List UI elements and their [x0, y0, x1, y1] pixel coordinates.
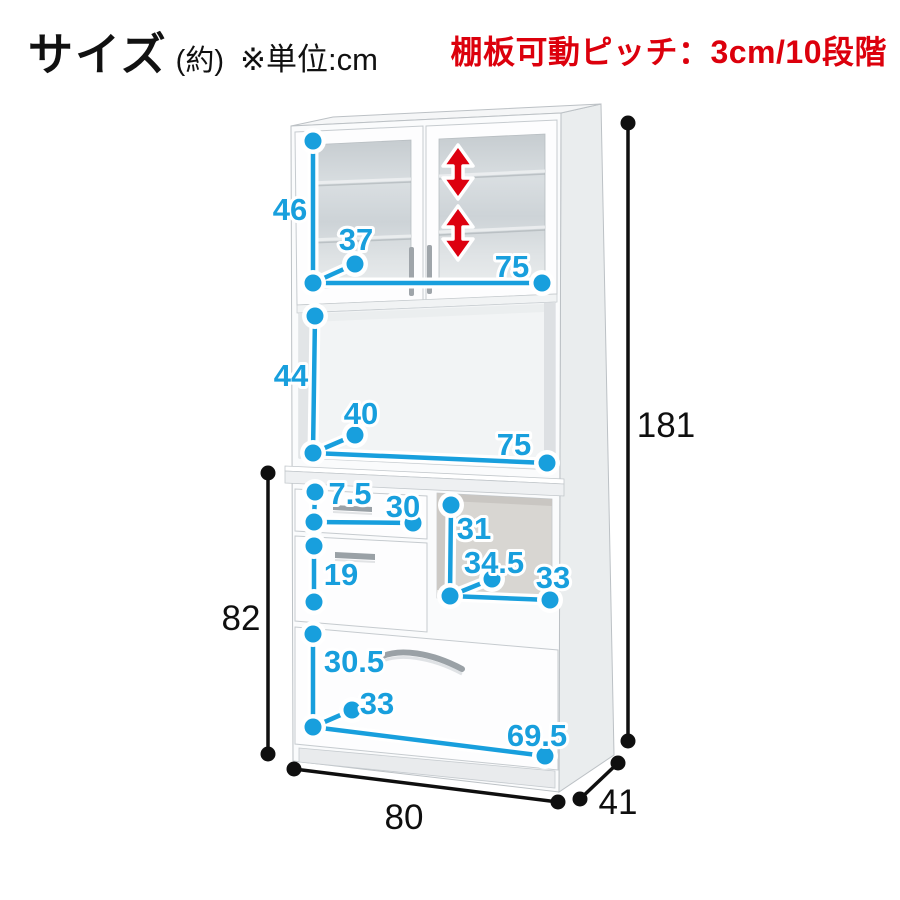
dimension-lines-blue: 46 37 75 44 40 75 7.5 30 [270, 128, 573, 769]
dim-bottom-drawer: 30.5 33 69.5 [300, 621, 570, 769]
glass-shelf-lines [308, 169, 546, 244]
dimension-lines-black: 181 82 80 41 [222, 115, 695, 837]
dim-upper-cabinet: 46 37 75 [270, 128, 555, 296]
dim-label-overall-height: 181 [637, 406, 695, 445]
dim-label-overall-depth: 41 [599, 783, 638, 822]
shelf-adjust-arrow-icon [441, 204, 475, 262]
dim-label-bottom-drawer-height: 30.5 [324, 644, 384, 679]
dim-overall-depth: 41 [572, 755, 638, 822]
dim-label-niche-width: 33 [536, 560, 570, 595]
dim-small-drawer: 7.5 30 [301, 473, 426, 536]
shelf-adjust-arrow-icon [441, 143, 475, 201]
dim-label-shelf-depth: 40 [344, 396, 378, 431]
middle-drawer-handle [335, 552, 375, 560]
shelf-pitch-note: 棚板可動ピッチ：3cm/10段階 [450, 34, 887, 70]
page-title: サイズ (約) ※単位:cm [28, 18, 378, 83]
dim-lower-height: 82 [222, 465, 276, 762]
unit-note: ※単位:cm [239, 42, 378, 77]
small-drawer-handle [333, 505, 372, 512]
small-drawer-handle-shadow [333, 511, 372, 515]
dim-label-upper-height: 46 [273, 192, 307, 227]
middle-drawer-handle-shadow [335, 559, 375, 563]
plinth [298, 747, 556, 789]
dim-label-niche-depth: 34.5 [464, 545, 524, 580]
dim-label-shelf-height: 44 [274, 358, 309, 393]
dim-label-overall-width: 80 [385, 798, 424, 837]
upper-cabinet-base-strip [296, 293, 558, 314]
dim-open-shelf: 44 40 75 [271, 303, 560, 476]
dim-niche: 31 34.5 33 [437, 492, 573, 613]
middle-drawer [294, 535, 428, 633]
dim-overall-width: 80 [286, 761, 566, 837]
shelf-adjust-arrows [441, 143, 475, 262]
dim-overall-height: 181 [620, 115, 695, 749]
dim-label-niche-height: 31 [457, 511, 491, 546]
dim-label-bottom-drawer-width: 69.5 [507, 718, 567, 753]
counter-top [284, 465, 565, 497]
dim-label-small-drawer-height: 7.5 [328, 476, 371, 511]
bottom-drawer-handle [380, 649, 465, 672]
dim-label-shelf-width: 75 [497, 427, 531, 462]
dim-label-upper-depth: 37 [339, 222, 373, 257]
title-approx-note: (約) [175, 45, 224, 77]
bottom-drawer-handle-shadow [382, 656, 463, 676]
cabinet-side-panel [558, 103, 615, 793]
dim-middle-drawer: 19 [301, 533, 361, 615]
dim-label-middle-drawer-height: 19 [324, 557, 358, 592]
dim-label-lower-height: 82 [222, 599, 261, 638]
door-handle-left [409, 247, 414, 296]
dim-label-bottom-drawer-depth: 33 [360, 686, 394, 721]
dim-label-small-drawer-width: 30 [386, 489, 420, 524]
dim-label-upper-width: 75 [495, 249, 529, 284]
title-text: サイズ [28, 29, 168, 80]
